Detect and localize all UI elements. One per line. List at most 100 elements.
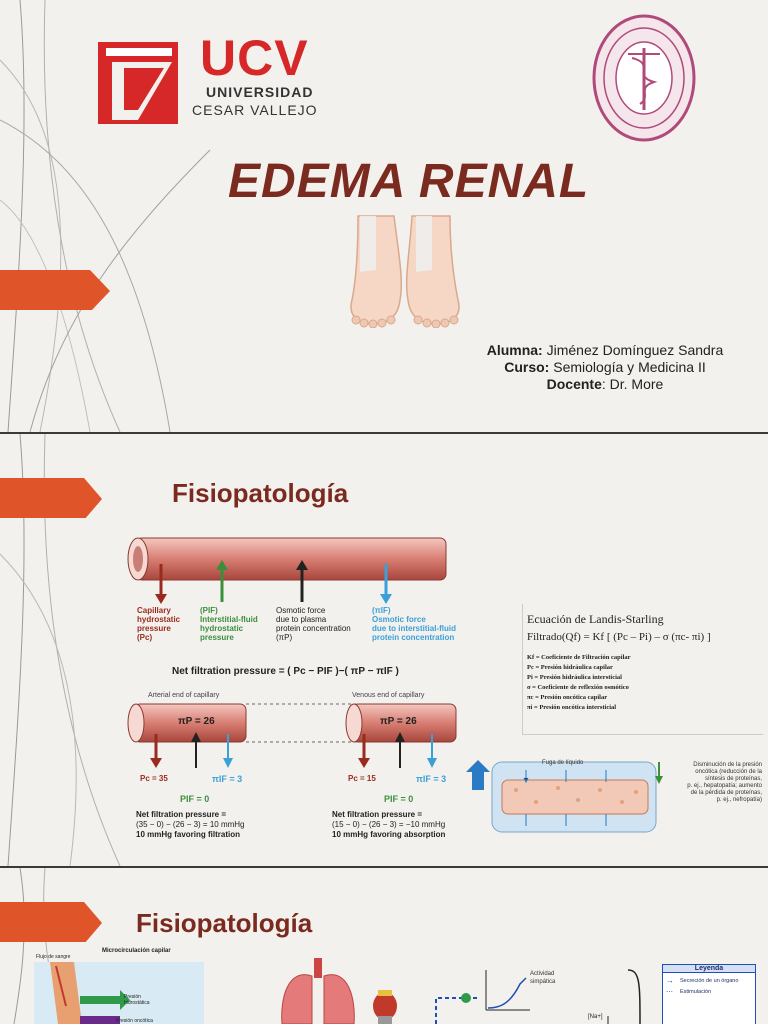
fuga-label: Fuga de líquido — [542, 760, 584, 766]
capillary-vessels-lower — [127, 703, 457, 743]
label-line: Osmotic force — [372, 615, 426, 624]
university-seal-icon — [592, 14, 696, 142]
text-line: oncótica (reducción de la — [695, 769, 762, 775]
landis-formula: Filtrado(Qf) = Kf [ (Pc – Pi) – σ (πc- π… — [527, 631, 711, 643]
slide-title-text: EDEMA RENAL — [228, 155, 590, 208]
landis-title: Ecuación de Landis-Starling — [527, 612, 664, 626]
arterial-end-label: Arterial end of capillary — [148, 692, 220, 699]
definition-line: Pc = Presión hidráulica capilar — [527, 664, 613, 671]
legend-item-secrecion: → Secreción de un órgano — [663, 973, 755, 985]
pi-if-venous: πIF = 3 — [416, 774, 447, 784]
label-line: protein concentration — [276, 624, 351, 633]
ucv-line2: CESAR VALLEJO — [192, 102, 318, 118]
dotted-arrow-icon: ⋯ — [666, 989, 673, 996]
slide-fisiopatologia-1: Fisiopatología Capillary hydrostatic pre… — [0, 434, 768, 866]
label-line: (Pc) — [137, 633, 153, 642]
definition-line: σ = Coeficiente de reflexión osmótico — [527, 684, 629, 691]
venous-result: Net filtration pressure = (15 − 0) − (26… — [332, 810, 445, 840]
result-line: 10 mmHg favoring filtration — [136, 830, 241, 839]
microcirculacion-label: Microcirculación capilar — [102, 948, 171, 954]
label-line: due to plasma — [276, 615, 327, 624]
section-tab-icon — [0, 270, 110, 310]
text-line: Disminución de la presión — [693, 762, 762, 768]
osmotic-plasma-label: Osmotic force due to plasma protein conc… — [276, 606, 351, 642]
legend-item-label: Estimulación — [680, 989, 712, 995]
ucv-line1: UNIVERSIDAD — [206, 84, 314, 100]
pc-venous: Pc = 15 — [348, 774, 376, 783]
actividad-simpatica-label: Actividad simpática — [530, 970, 555, 986]
pi-if-arterial: πIF = 3 — [212, 774, 243, 784]
interstitial-pressure-label: (PIF) Interstitial-fluid hydrostatic pre… — [200, 606, 258, 642]
curso-value: Semiología y Medicina II — [549, 359, 706, 375]
alumna-label: Alumna: — [486, 342, 543, 358]
label-line: (PIF) — [200, 606, 218, 615]
capillary-vessel-top — [127, 537, 447, 581]
section-tab-icon — [0, 902, 102, 942]
presion-hidrostatica-label: Presión hidrostática — [124, 994, 150, 1006]
docente-line: Docente: Dr. More — [440, 376, 768, 393]
slide-title-text: Fisiopatología — [136, 908, 313, 938]
label-line: Capillary — [137, 606, 171, 615]
force-arrows-lower — [150, 732, 437, 768]
legend-box: Leyenda → Secreción de un órgano ⋯ Estim… — [662, 964, 756, 1024]
label-line: Interstitial-fluid — [200, 615, 258, 624]
pi-p-arterial: πP = 26 — [178, 716, 215, 727]
force-arrows-top — [155, 560, 392, 604]
label-line: Presión — [124, 994, 141, 1000]
venous-end-label: Venous end of capillary — [352, 692, 425, 699]
swollen-feet-illustration — [350, 215, 460, 328]
ucv-name: UCV — [200, 30, 309, 86]
section-tab-icon — [0, 478, 102, 518]
landis-definitions: Kf = Coeficiente de Filtración capilar P… — [527, 653, 763, 713]
na-label: [Na+] — [588, 1014, 603, 1020]
legend-title: Leyenda — [663, 965, 755, 973]
presion-oncotica-label: Presión oncótica — [116, 1018, 153, 1024]
curso-label: Curso: — [504, 359, 550, 375]
label-line: pressure — [200, 633, 234, 642]
arterial-result: Net filtration pressure = (35 − 0) − (26… — [136, 810, 245, 840]
label-line: Actividad — [530, 971, 555, 977]
definition-line: πi = Presión oncótica intersticial — [527, 704, 617, 711]
net-filtration-formula: Net filtration pressure = ( Pc − PIF )−(… — [172, 666, 399, 677]
docente-value: : Dr. More — [601, 376, 664, 392]
label-line: Osmotic force — [276, 606, 326, 615]
pc-arterial: Pc = 35 — [140, 774, 168, 783]
microcirculation-diagram — [34, 962, 204, 1024]
result-line: (35 − 0) − (26 − 3) = 10 mmHg — [136, 820, 245, 829]
label-line: hidrostática — [124, 1000, 150, 1006]
slide-fisiopatologia-2: Fisiopatología Flujo de sangre Microcirc… — [0, 868, 768, 1024]
result-line: (15 − 0) − (26 − 3) = −10 mmHg — [332, 820, 446, 829]
landis-starling-box: Ecuación de Landis-Starling Filtrado(Qf)… — [522, 604, 763, 735]
slide-title-text: Fisiopatología — [172, 478, 349, 508]
label-line: hydrostatic — [200, 624, 244, 633]
definition-line: Kf = Coeficiente de Filtración capilar — [527, 654, 631, 661]
label-line: pressure — [137, 624, 171, 633]
flujo-label: Flujo de sangre — [36, 954, 71, 960]
pif-arterial: PIF = 0 — [180, 794, 210, 804]
legend-item-estimulacion: ⋯ Estimulación — [663, 985, 755, 996]
label-line: protein concentration — [372, 633, 455, 642]
result-line: 10 mmHg favoring absorption — [332, 830, 446, 839]
lungs-icon — [281, 958, 355, 1024]
result-line: Net filtration pressure = — [332, 810, 423, 819]
ucv-logo-icon — [98, 42, 178, 124]
slide-title: UCV UNIVERSIDAD CESAR VALLEJO EDEMA RENA… — [0, 0, 768, 432]
disminucion-text: Disminución de la presión oncótica (redu… — [670, 762, 762, 804]
sympathetic-activity-graph — [435, 970, 530, 1024]
text-line: p. ej., nefropatía) — [716, 797, 762, 803]
text-line: síntesis de proteínas, — [704, 776, 762, 782]
text-line: p. ej., hepatopatía; aumento — [687, 783, 762, 789]
label-line: (πP) — [276, 633, 293, 642]
alumna-line: Alumna: Jiménez Domínguez Sandra — [440, 342, 768, 359]
kidney-icon — [373, 990, 397, 1024]
docente-label: Docente — [546, 376, 602, 392]
down-arrow-icon — [655, 762, 663, 784]
osmotic-if-label: (πIF) Osmotic force due to interstitial-… — [372, 606, 456, 642]
definition-line: Pi = Presión hidráulica intersticial — [527, 674, 622, 681]
curso-line: Curso: Semiología y Medicina II — [440, 359, 768, 376]
pi-p-venous: πP = 26 — [380, 716, 417, 727]
legend-item-label: Secreción de un órgano — [680, 977, 739, 984]
definition-line: πc = Presión oncótica capilar — [527, 694, 608, 701]
label-line: hydrostatic — [137, 615, 181, 624]
label-line: due to interstitial-fluid — [372, 624, 456, 633]
